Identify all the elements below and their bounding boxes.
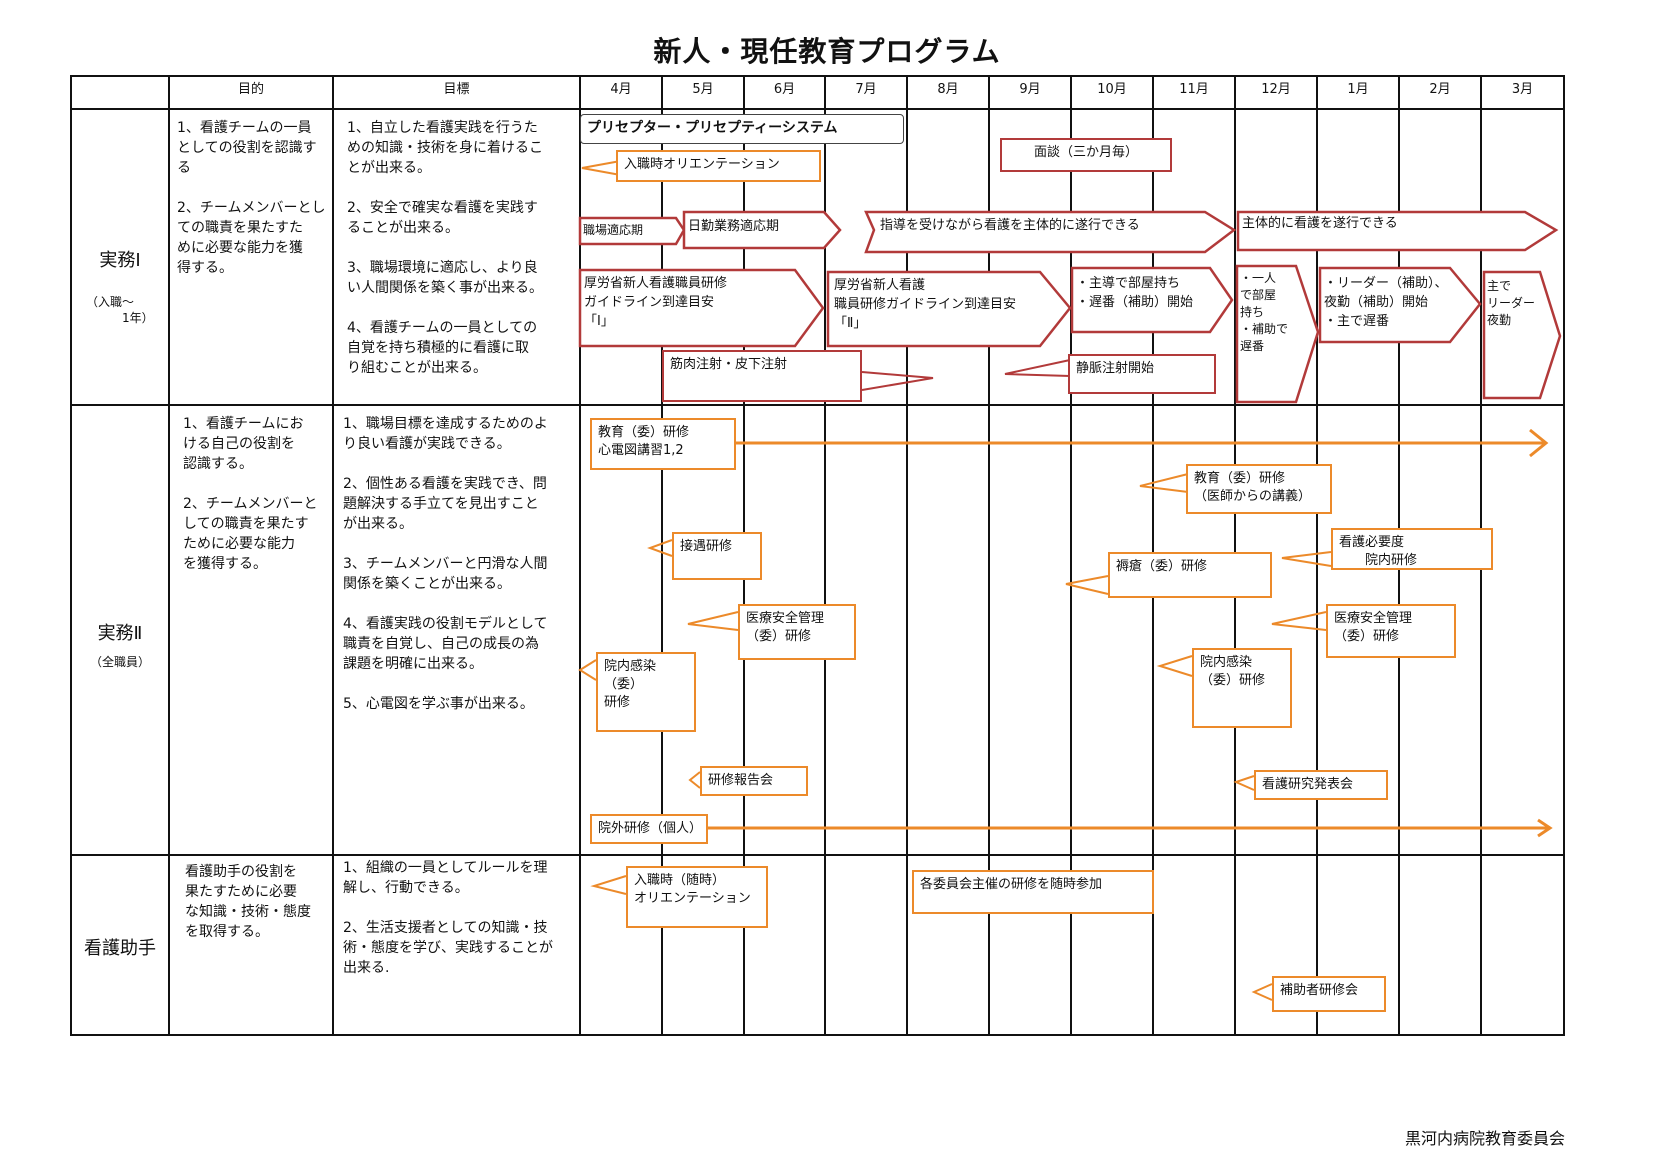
goal-text: 1、組織の一員としてルールを理 解し、行動できる。 2、生活支援者としての知識・… [343,860,553,976]
header-month: 4月 [610,82,632,97]
iv-inj-pointer [1004,359,1071,377]
leader-label: ・リーダー（補助）、 夜勤（補助）開始 ・主で遅番 [1324,276,1448,329]
external-box: 院外研修（個人） [590,814,708,844]
footer-org: 黒河内病院教育委員会 [1405,1129,1566,1148]
header-month: 1月 [1347,82,1369,97]
safety1-box: 医療安全管理 （委）研修 [738,604,856,660]
header-goal: 目標 [443,82,470,97]
lead-arrow [1070,266,1234,334]
infect1-box: 院内感染（委） 研修 [596,652,696,732]
preceptor-box: プリセプター・プリセプティーシステム [580,114,904,144]
edu1-box: 教育（委）研修 心電図講習1,2 [590,418,736,470]
header-month: 5月 [692,82,714,97]
solo-arrow [1235,264,1320,404]
header-month: 10月 [1097,82,1127,97]
purpose-text: 1、看護チームにお ける自己の役割を 認識する。 2、チームメンバーと しての職… [183,416,318,572]
necessity-box: 看護必要度 院内研修 [1331,528,1493,570]
header-month: 3月 [1511,82,1534,97]
reception-pointer [647,539,673,557]
row-label-aide: 看護助手 [84,938,156,959]
header-month: 2月 [1429,82,1451,97]
guideline2-arrow [826,270,1072,348]
header-month: 7月 [855,82,877,97]
interview-box: 面談（三か月毎） [1000,138,1172,172]
row-label-jitsumu2: 実務Ⅱ [97,623,143,644]
purpose-text: 看護助手の役割を 果たすために必要 な知識・技術・態度 を取得する。 [185,864,311,940]
independent-arrow [1236,210,1559,252]
adapt-label: 職場適応期 [583,223,644,237]
guideline1-arrow [578,268,825,348]
header-month: 12月 [1261,82,1291,97]
aide-training-pointer [1251,983,1273,1001]
committee-box: 各委員会主催の研修を随時参加 [912,870,1154,914]
safety2-box: 医療安全管理 （委）研修 [1326,604,1456,658]
guided-arrow [864,210,1237,254]
infect1-pointer [578,659,597,681]
row-sub-jitsumu2: （全職員） [89,655,150,669]
guided-label: 指導を受けながら看護を主体的に遂行できる [880,218,1140,233]
necessity-pointer [1281,551,1332,567]
header-month: 8月 [937,82,959,97]
orient-aide-pointer [590,875,627,895]
im-inj-pointer [861,371,934,391]
report-box: 研修報告会 [700,766,808,796]
goal-text: 1、自立した看護実践を行うた めの知識・技術を身に着けるこ とが出来る。 2、安… [347,120,543,376]
aide-training-box: 補助者研修会 [1272,976,1386,1012]
orient-aide-box: 入職時（随時） オリエンテーション [626,866,768,928]
main-label: 主で リーダー 夜勤 [1487,279,1536,327]
reception-box: 接遇研修 [672,532,762,580]
header-month: 9月 [1019,82,1041,97]
infect2-box: 院内感染 （委）研修 [1192,648,1292,728]
im-inj-box: 筋肉注射・皮下注射 [662,350,862,402]
edu2-pointer [1139,473,1189,493]
daily-label: 日勤業務適応期 [688,219,780,234]
row-sub-jitsumu1: （入職～ 1年） [86,295,154,325]
orientation-pointer [581,159,627,177]
iv-inj-box: 静脈注射開始 [1068,354,1216,394]
header-month: 6月 [773,82,796,97]
research-pointer [1233,775,1255,791]
lead-label: ・主導で部屋持ち ・遅番（補助）開始 [1076,276,1194,310]
bedsore-box: 褥瘡（委）研修 [1108,552,1272,598]
research-box: 看護研究発表会 [1254,770,1388,800]
solo-label: ・一人 で部屋 持ち ・補助で 遅番 [1240,271,1289,353]
purpose-text: 1、看護チームの一員 としての役割を認識す る 2、チームメンバーとし ての職責… [177,120,326,276]
orientation-box: 入職時オリエンテーション [616,150,821,182]
page-title: 新人・現任教育プログラム [653,35,1001,68]
report-pointer [688,771,701,789]
goal-text: 1、職場目標を達成するためのよ り良い看護が実践できる。 2、個性ある看護を実践… [343,416,548,712]
guideline1-label: 厚労省新人看護職員研修 ガイドライン到達目安 「Ⅰ」 [584,276,728,329]
bedsore-pointer [1065,575,1109,595]
daily-arrow [682,210,842,250]
safety2-pointer [1271,611,1327,631]
header-month: 11月 [1179,82,1209,97]
adapt-arrow [578,216,686,246]
independent-label: 主体的に看護を遂行できる [1242,216,1398,231]
header-purpose: 目的 [237,82,264,97]
infect2-pointer [1156,655,1193,677]
main-arrow [1482,270,1562,400]
edu2-box: 教育（委）研修 （医師からの講義） [1186,464,1332,514]
leader-arrow [1318,266,1482,344]
safety1-pointer [687,611,739,631]
guideline2-label: 厚労省新人看護 職員研修ガイドライン到達目安 「Ⅱ」 [834,278,1017,331]
row-label-jitsumu1: 実務Ⅰ [99,250,141,271]
